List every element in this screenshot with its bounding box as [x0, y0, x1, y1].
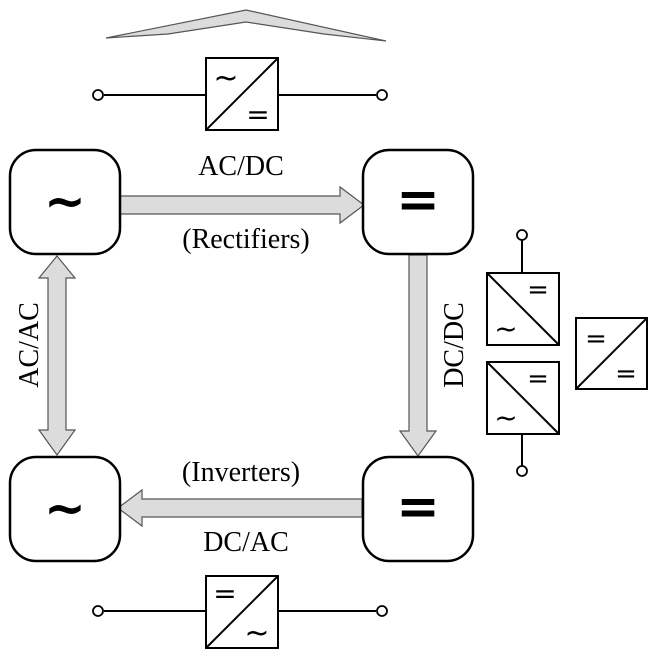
dc-node-top: = [361, 148, 475, 256]
label-inverters: (Inverters) [182, 457, 300, 488]
stack-upper-ac-symbol: ~ [494, 312, 517, 345]
ac-symbol-top: ~ [44, 172, 86, 230]
dc-symbol-bottom: = [396, 477, 440, 537]
top-converter-ac-symbol: ~ [213, 61, 238, 96]
ac-symbol-bottom: ~ [44, 479, 86, 537]
top-converter-dc-symbol: = [246, 98, 269, 131]
dcdc-arrow [398, 254, 438, 458]
label-dcdc: DC/DC [439, 302, 470, 388]
acac-double-arrow [37, 255, 77, 457]
stack-upper-dc-symbol: = [527, 275, 549, 305]
label-dcac: DC/AC [203, 527, 289, 558]
bottom-converter-diagonal [205, 575, 279, 649]
stack-lower-ac-symbol: ~ [494, 401, 517, 434]
single-dcdc-dc-symbol-bottom: = [615, 359, 637, 389]
stack-converter-lower-diagonal [486, 361, 560, 435]
single-dcdc-diagonal [575, 317, 648, 390]
bottom-converter-terminal-left [92, 605, 104, 617]
top-chevron-arrow [105, 9, 387, 42]
top-converter-terminal-left [92, 89, 104, 101]
ac-source-node-top: ~ [8, 148, 122, 256]
dc-symbol-top: = [396, 170, 440, 230]
top-converter-terminal-right [376, 89, 388, 101]
dc-node-bottom: = [361, 455, 475, 563]
top-converter-diagonal [205, 57, 279, 131]
right-dcdc-converter-single: = = [575, 317, 648, 390]
dcac-arrow [117, 488, 363, 528]
ac-node-bottom: ~ [8, 455, 122, 563]
stack-converter-upper-diagonal [486, 272, 560, 346]
label-acac: AC/AC [14, 302, 45, 388]
label-rectifiers: (Rectifiers) [182, 224, 310, 255]
stack-terminal-bottom [516, 465, 528, 477]
bottom-converter-dc-symbol: = [213, 577, 236, 610]
bottom-converter-ac-symbol: ~ [244, 616, 269, 651]
top-acdc-converter: ~ = [92, 57, 388, 131]
label-acdc: AC/DC [198, 151, 284, 182]
single-dcdc-dc-symbol-top: = [585, 324, 607, 354]
bottom-dcac-converter: = ~ [92, 575, 388, 651]
acdc-arrow [119, 185, 365, 225]
right-dcdc-converter-stack: = ~ = ~ [486, 229, 560, 477]
stack-terminal-top [516, 229, 528, 241]
stack-lower-dc-symbol: = [527, 364, 549, 394]
bottom-converter-terminal-right [376, 605, 388, 617]
